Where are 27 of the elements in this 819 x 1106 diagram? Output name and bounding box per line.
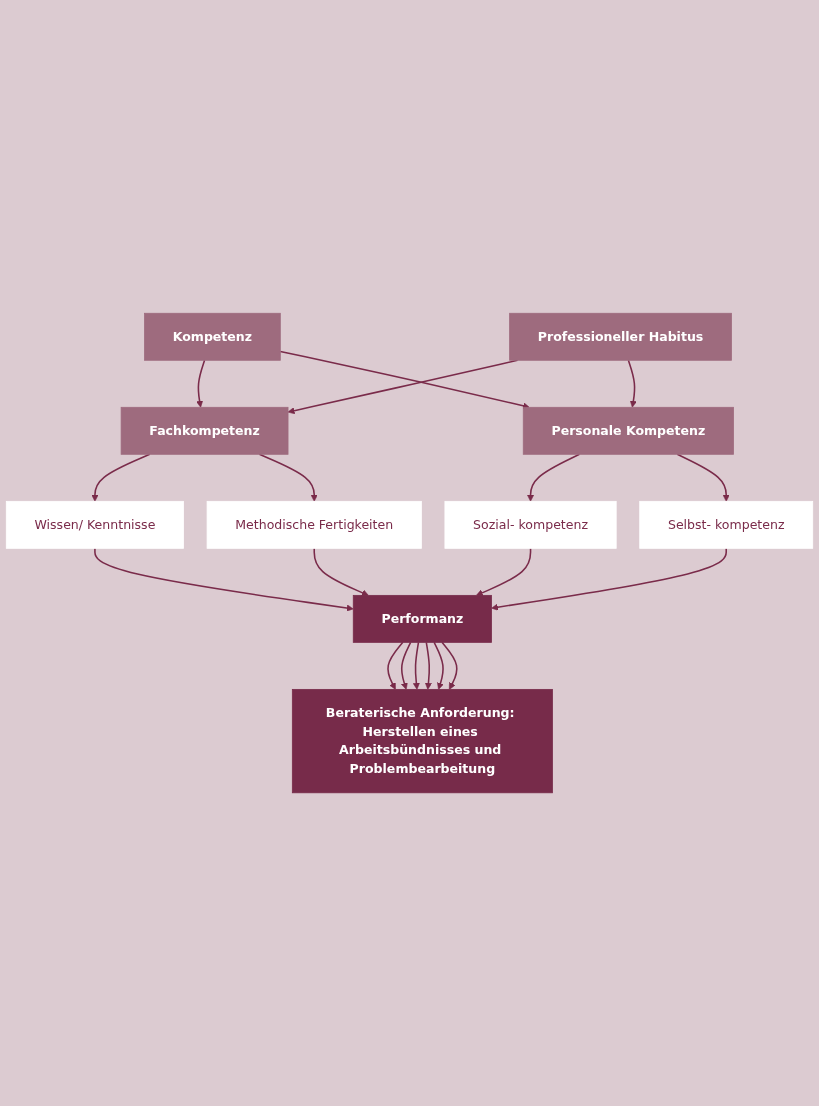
arrow — [476, 547, 532, 596]
arrow — [412, 641, 420, 690]
arrow — [91, 453, 151, 502]
node-box: Personale Kompetenz — [522, 406, 734, 455]
node-box: Beraterische Anforderung: Herstellen eines Arbeitsbündnisses und Problembearbeitung — [291, 688, 553, 794]
arrow — [313, 547, 369, 596]
arrow — [433, 641, 444, 690]
arrow — [279, 350, 530, 410]
arrow — [441, 641, 458, 690]
node-box: Wissen/ Kenntnisse — [5, 500, 184, 549]
arrow — [387, 641, 404, 690]
node-box: Sozial- kompetenz — [444, 500, 617, 549]
arrow — [676, 453, 730, 502]
arrow — [94, 547, 354, 612]
node-box: Methodische Fertigkeiten — [206, 500, 422, 549]
arrow — [196, 359, 206, 408]
arrow — [527, 453, 581, 502]
arrow — [491, 547, 727, 611]
arrow — [258, 453, 318, 502]
arrow — [400, 641, 412, 690]
node-box: Selbst- kompetenz — [639, 500, 814, 549]
node-box: Professioneller Habitus — [509, 312, 732, 361]
node-box: Performanz — [352, 594, 492, 643]
arrow — [425, 641, 432, 690]
node-box: Fachkompetenz — [120, 406, 289, 455]
arrow — [627, 359, 637, 408]
node-box: Kompetenz — [144, 312, 281, 361]
